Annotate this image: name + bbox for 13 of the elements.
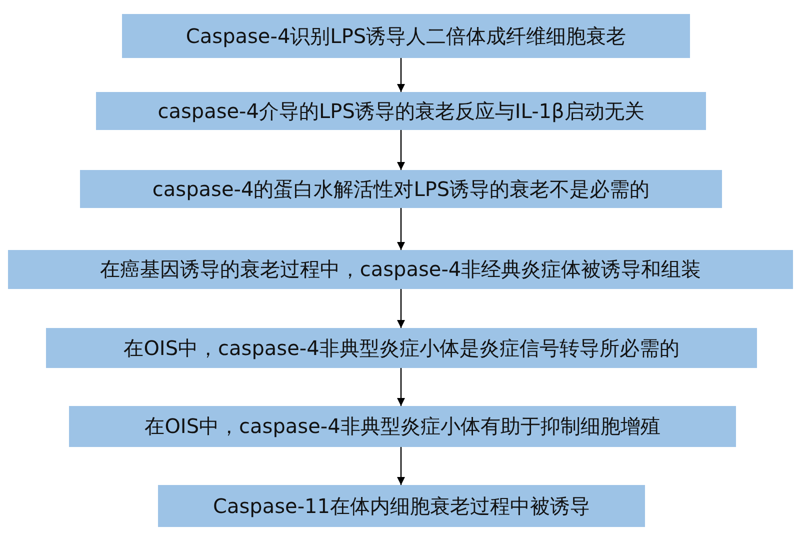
process-box: 在OIS中，caspase-4非典型炎症小体是炎症信号转导所必需的 <box>46 328 757 368</box>
arrow <box>397 208 405 250</box>
process-box: caspase-4介导的LPS诱导的衰老反应与IL-1β启动无关 <box>96 92 706 130</box>
arrow <box>397 447 405 485</box>
process-box: 在OIS中，caspase-4非典型炎症小体有助于抑制细胞增殖 <box>69 406 736 447</box>
process-box: Caspase-4识别LPS诱导人二倍体成纤维细胞衰老 <box>122 14 690 58</box>
process-box: caspase-4的蛋白水解活性对LPS诱导的衰老不是必需的 <box>80 170 722 208</box>
arrow <box>397 368 405 406</box>
process-box: Caspase-11在体内细胞衰老过程中被诱导 <box>158 485 645 527</box>
arrow <box>397 130 405 170</box>
arrow <box>397 289 405 328</box>
arrow <box>397 58 405 92</box>
process-box: 在癌基因诱导的衰老过程中，caspase-4非经典炎症体被诱导和组装 <box>8 250 793 289</box>
